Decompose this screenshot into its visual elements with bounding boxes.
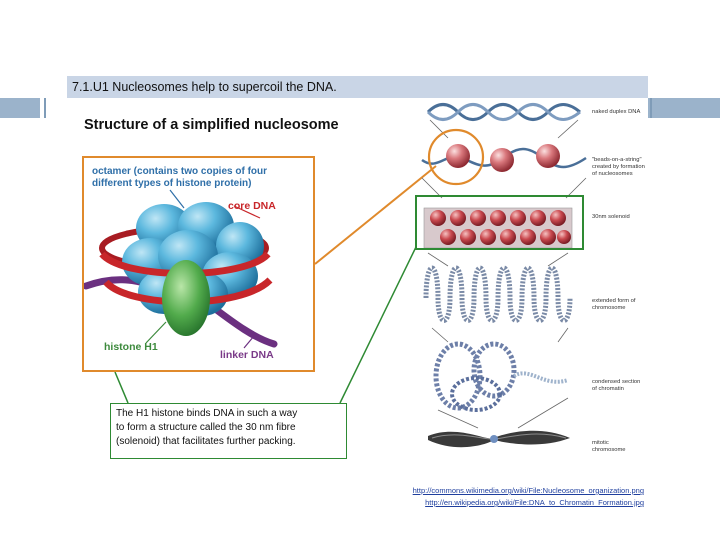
histone-h1-protein: [162, 260, 210, 336]
chromatin-formation-diagram: [421, 103, 587, 448]
mitotic-label-line-2: chromosome: [592, 447, 626, 453]
structure-title: Structure of a simplified nucleosome: [84, 117, 339, 133]
caption-line-3: (solenoid) that facilitates further pack…: [116, 436, 296, 447]
right-accent-bar: [648, 98, 720, 118]
solenoid-beads: [430, 210, 571, 245]
core-dna-pointer: [233, 205, 261, 219]
naked-dna-helix: [426, 103, 581, 121]
nucleosome-illustration: [84, 189, 278, 349]
beads-label-line-2: created by formation: [592, 164, 645, 170]
linker-dna-pointer: [243, 335, 255, 349]
solenoid-label: 30nm solenoid: [592, 214, 630, 220]
beads-highlight-circle: [427, 128, 485, 186]
beads-label-line-3: of nucleosomes: [592, 171, 633, 177]
histone-h1-label: histone H1: [104, 341, 158, 353]
source-link-2[interactable]: http://en.wikipedia.org/wiki/File:DNA_to…: [425, 498, 644, 507]
beads-on-string-label: "beads-on-a-string" created by formation…: [592, 157, 645, 178]
solenoid-highlight-box: [415, 195, 584, 250]
mitotic-chromosome-label: mitotic chromosome: [592, 440, 626, 454]
nucleosome-bead: [536, 144, 560, 168]
slide-title: 7.1.U1 Nucleosomes help to supercoil the…: [72, 80, 337, 94]
core-dna-label: core DNA: [228, 200, 276, 212]
title-bar: [67, 76, 648, 98]
octamer-label-line-1: octamer (contains two copies of four: [92, 166, 268, 177]
nucleosome-bead: [446, 144, 470, 168]
green-connector-line-2: [339, 246, 417, 404]
extended-label-line-1: extended form of: [592, 298, 636, 304]
naked-dna-label: naked duplex DNA: [592, 109, 641, 115]
condensed-label-line-1: condensed section: [592, 379, 641, 385]
source-links: http://commons.wikimedia.org/wiki/File:N…: [300, 485, 644, 509]
octamer-pointer: [169, 189, 185, 209]
source-link-1[interactable]: http://commons.wikimedia.org/wiki/File:N…: [412, 486, 644, 495]
octamer-label-line-2: different types of histone protein): [92, 178, 252, 189]
extended-chromosome-label: extended form of chromosome: [592, 298, 636, 312]
octamer-label: octamer (contains two copies of four dif…: [92, 166, 267, 190]
nucleosome-bead: [490, 148, 514, 172]
caption-line-2: to form a structure called the 30 nm fib…: [116, 422, 296, 433]
condensed-chromatin-label: condensed section of chromatin: [592, 379, 640, 393]
green-connector-line-1: [114, 371, 129, 404]
mitotic-label-line-1: mitotic: [592, 440, 609, 446]
extended-label-line-2: chromosome: [592, 305, 626, 311]
mitotic-chromosome: [428, 430, 570, 448]
left-accent-divider: [44, 98, 46, 118]
left-accent-bar: [0, 98, 40, 118]
extended-chromosome-loops: [423, 265, 573, 323]
condensed-chromatin: [433, 341, 569, 412]
linker-dna-label: linker DNA: [220, 349, 274, 361]
beads-label-line-1: "beads-on-a-string": [592, 157, 642, 163]
caption-line-1: The H1 histone binds DNA in such a way: [116, 408, 298, 419]
histone-h1-pointer: [145, 321, 167, 344]
caption-box: The H1 histone binds DNA in such a way t…: [110, 403, 347, 459]
right-accent-divider: [650, 98, 652, 118]
linker-dna-right: [210, 304, 278, 348]
orange-connector-line: [314, 165, 437, 265]
condensed-label-line-2: of chromatin: [592, 386, 624, 392]
